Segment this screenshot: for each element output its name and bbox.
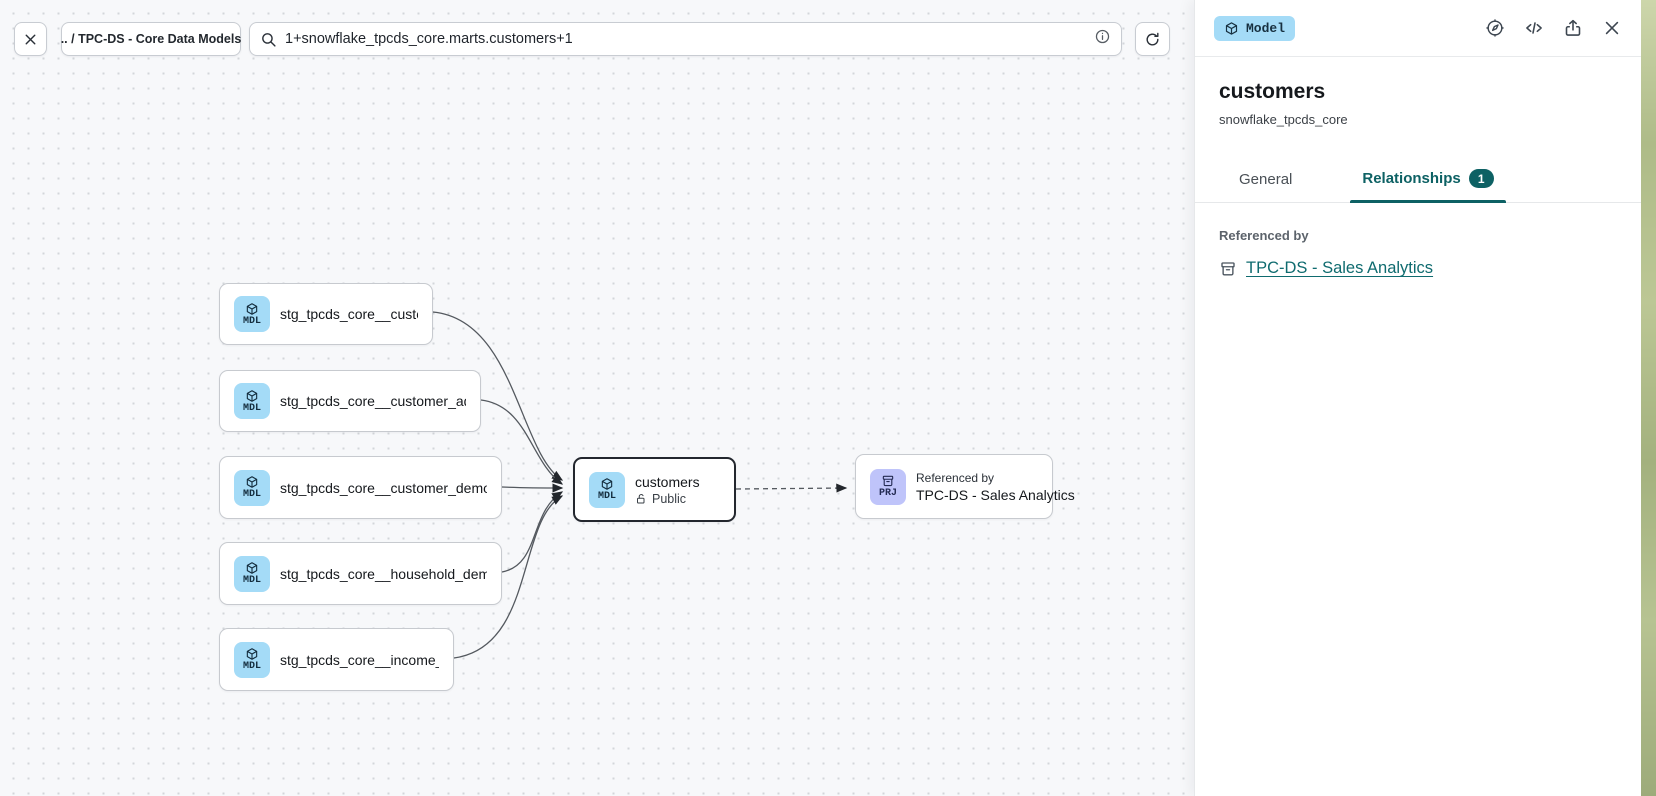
archive-icon bbox=[1221, 261, 1235, 276]
close-panel-button[interactable] bbox=[1601, 17, 1623, 39]
panel-tabs: General Relationships 1 bbox=[1195, 161, 1641, 203]
lineage-canvas[interactable]: MDL stg_tpcds_core__customer MDL stg_tpc… bbox=[0, 0, 1194, 796]
badge-label: MDL bbox=[242, 402, 261, 414]
node-label: stg_tpcds_core__customer_demogra… bbox=[280, 479, 487, 496]
badge-label: MDL bbox=[597, 491, 616, 502]
explore-lineage-button[interactable] bbox=[1484, 17, 1506, 39]
unlock-icon bbox=[637, 493, 645, 503]
badge-label: MDL bbox=[242, 315, 261, 327]
badge-label: PRJ bbox=[878, 488, 897, 499]
cube-icon bbox=[1225, 21, 1238, 35]
referenced-project-link[interactable]: TPC-DS - Sales Analytics bbox=[1246, 259, 1434, 277]
breadcrumb[interactable]: .. / TPC-DS - Core Data Models bbox=[61, 22, 241, 56]
node-label: stg_tpcds_core__customer bbox=[280, 306, 418, 322]
share-button[interactable] bbox=[1562, 17, 1584, 39]
close-icon bbox=[1605, 21, 1619, 35]
node-visibility: Public bbox=[635, 492, 700, 506]
cube-icon bbox=[246, 389, 258, 402]
model-node-customer-demographics[interactable]: MDL stg_tpcds_core__customer_demogra… bbox=[219, 456, 502, 519]
page-title: customers bbox=[1219, 80, 1326, 103]
share-icon bbox=[1565, 19, 1581, 36]
cube-icon bbox=[601, 478, 613, 490]
panel-actions bbox=[1484, 17, 1623, 39]
badge-label: MDL bbox=[242, 661, 261, 672]
compass-icon bbox=[1486, 19, 1504, 37]
code-icon bbox=[1526, 22, 1542, 34]
node-label: stg_tpcds_core__household_demogr… bbox=[280, 565, 487, 582]
model-node-customer-address[interactable]: MDL stg_tpcds_core__customer_address bbox=[219, 370, 481, 432]
project-type-badge: PRJ bbox=[870, 468, 906, 505]
cube-icon bbox=[246, 302, 258, 315]
tab-relationships[interactable]: Relationships 1 bbox=[1350, 169, 1507, 203]
tab-general[interactable]: General bbox=[1239, 171, 1293, 188]
refresh-icon bbox=[1146, 32, 1159, 45]
close-icon bbox=[25, 34, 36, 44]
edge-customer-demographics bbox=[501, 483, 564, 493]
lineage-edges bbox=[432, 311, 848, 659]
model-type-pill: Model bbox=[1214, 15, 1296, 41]
relationships-count-badge: 1 bbox=[1468, 169, 1494, 188]
referenced-by-item[interactable]: TPC-DS - Sales Analytics bbox=[1219, 259, 1641, 278]
cube-icon bbox=[246, 648, 258, 660]
node-title: customers bbox=[635, 473, 700, 490]
model-type-badge: MDL bbox=[589, 471, 625, 508]
model-type-badge: MDL bbox=[234, 555, 270, 592]
node-title: TPC-DS - Sales Analytics bbox=[916, 486, 1075, 503]
wallpaper-strip bbox=[1641, 0, 1656, 796]
project-node-sales-analytics[interactable]: PRJ Referenced by TPC-DS - Sales Analyti… bbox=[855, 454, 1075, 519]
badge-label: MDL bbox=[242, 489, 261, 500]
project-subtitle: snowflake_tpcds_core bbox=[1219, 112, 1348, 127]
lineage-search bbox=[249, 22, 1122, 56]
model-type-badge: MDL bbox=[234, 383, 270, 419]
code-button[interactable] bbox=[1523, 17, 1545, 39]
node-label: stg_tpcds_core__customer_address bbox=[280, 393, 466, 409]
search-icon bbox=[262, 32, 276, 47]
cube-icon bbox=[246, 476, 258, 488]
details-panel-header: Model bbox=[1195, 0, 1641, 57]
search-input[interactable] bbox=[285, 31, 1086, 47]
model-node-income-band[interactable]: MDL stg_tpcds_core__income_band bbox=[219, 628, 454, 691]
model-node-household-demographics[interactable]: MDL stg_tpcds_core__household_demogr… bbox=[219, 542, 502, 605]
node-kicker: Referenced by bbox=[916, 470, 995, 485]
details-panel: Model customers snowflake_tpcds_core bbox=[1194, 0, 1641, 796]
archive-icon bbox=[882, 475, 894, 487]
edge-referenced-by bbox=[735, 483, 848, 493]
model-type-badge: MDL bbox=[234, 469, 270, 506]
cube-icon bbox=[246, 562, 258, 574]
refresh-button[interactable] bbox=[1135, 22, 1170, 56]
model-type-badge: MDL bbox=[234, 641, 270, 678]
info-icon[interactable] bbox=[1094, 28, 1111, 50]
referenced-by-label: Referenced by bbox=[1219, 228, 1309, 243]
close-lineage-button[interactable] bbox=[14, 22, 47, 56]
model-node-customer[interactable]: MDL stg_tpcds_core__customer bbox=[219, 283, 433, 345]
badge-label: MDL bbox=[242, 575, 261, 586]
node-label: stg_tpcds_core__income_band bbox=[280, 651, 439, 668]
edge-household-demographics bbox=[501, 491, 564, 573]
model-node-customers-selected[interactable]: MDL customers Public bbox=[573, 457, 736, 522]
model-type-badge: MDL bbox=[234, 296, 270, 332]
